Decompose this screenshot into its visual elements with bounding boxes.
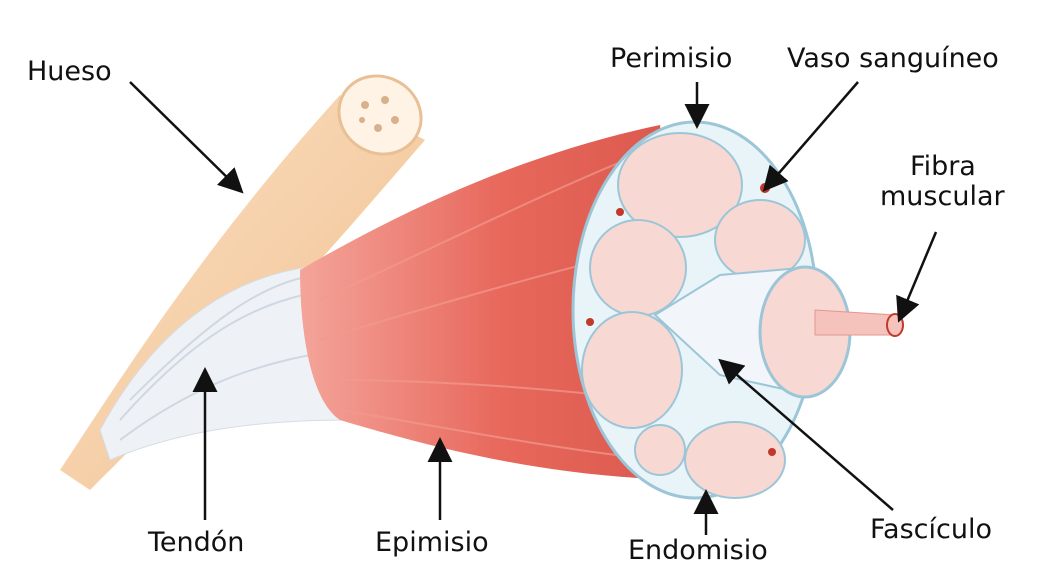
label-muscular: muscular [880, 181, 1005, 212]
label-fasciculo: Fascículo [870, 514, 992, 545]
label-fibra: Fibra [910, 151, 976, 182]
cross-section [571, 120, 904, 500]
pointer-arrows [129, 81, 938, 535]
label-hueso: Hueso [27, 56, 112, 87]
label-endomisio: Endomisio [628, 535, 768, 566]
label-perimisio: Perimisio [610, 43, 733, 74]
label-tendon: Tendón [148, 527, 245, 558]
label-vaso-sanguineo: Vaso sanguíneo [787, 43, 999, 74]
label-epimisio: Epimisio [375, 527, 489, 558]
